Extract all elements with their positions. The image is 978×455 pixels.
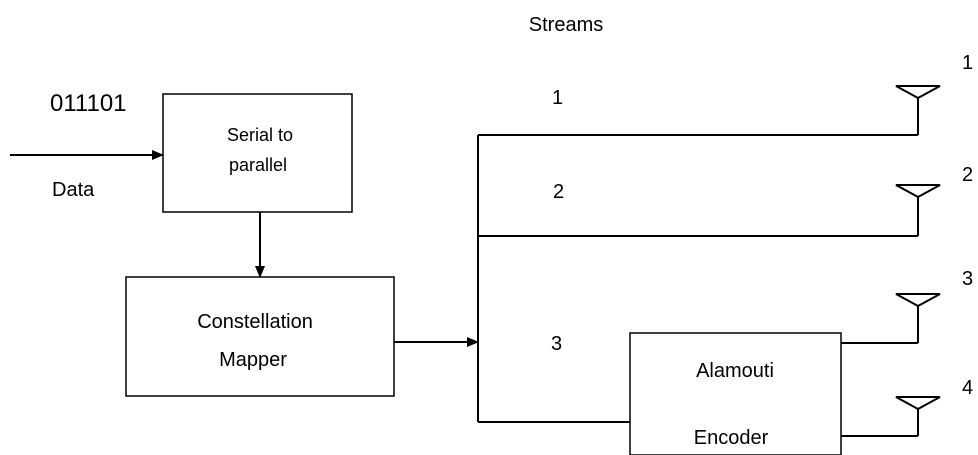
alamouti-encoder-label-line1: Alamouti xyxy=(696,360,774,382)
constellation-mapper-label-line2: Mapper xyxy=(219,349,287,371)
antenna-4-label: 4 xyxy=(962,377,973,399)
antenna-2-icon xyxy=(895,184,941,236)
input-bits-label: 011101 xyxy=(50,90,127,117)
stream-3-label: 3 xyxy=(551,333,562,355)
serial-to-parallel-block xyxy=(162,93,353,213)
antenna-2-label: 2 xyxy=(962,164,973,186)
stream-1-label: 1 xyxy=(552,87,563,109)
stream-2-label: 2 xyxy=(553,181,564,203)
streams-title: Streams xyxy=(529,14,603,36)
antenna-1-label: 1 xyxy=(962,52,973,74)
constellation-mapper-block xyxy=(125,276,395,397)
constellation-mapper-label-line1: Constellation xyxy=(197,311,313,333)
alamouti-encoder-block xyxy=(629,332,842,455)
data-label: Data xyxy=(52,179,95,201)
alamouti-encoder-label-line2: Encoder xyxy=(694,427,769,449)
antenna-3-icon xyxy=(895,293,941,343)
antenna-1-icon xyxy=(895,85,941,135)
antenna-3-label: 3 xyxy=(962,268,973,290)
serial-to-parallel-label-line2: parallel xyxy=(229,155,287,175)
antenna-4-icon xyxy=(895,396,941,436)
serial-to-parallel-label-line1: Serial to xyxy=(227,125,293,145)
